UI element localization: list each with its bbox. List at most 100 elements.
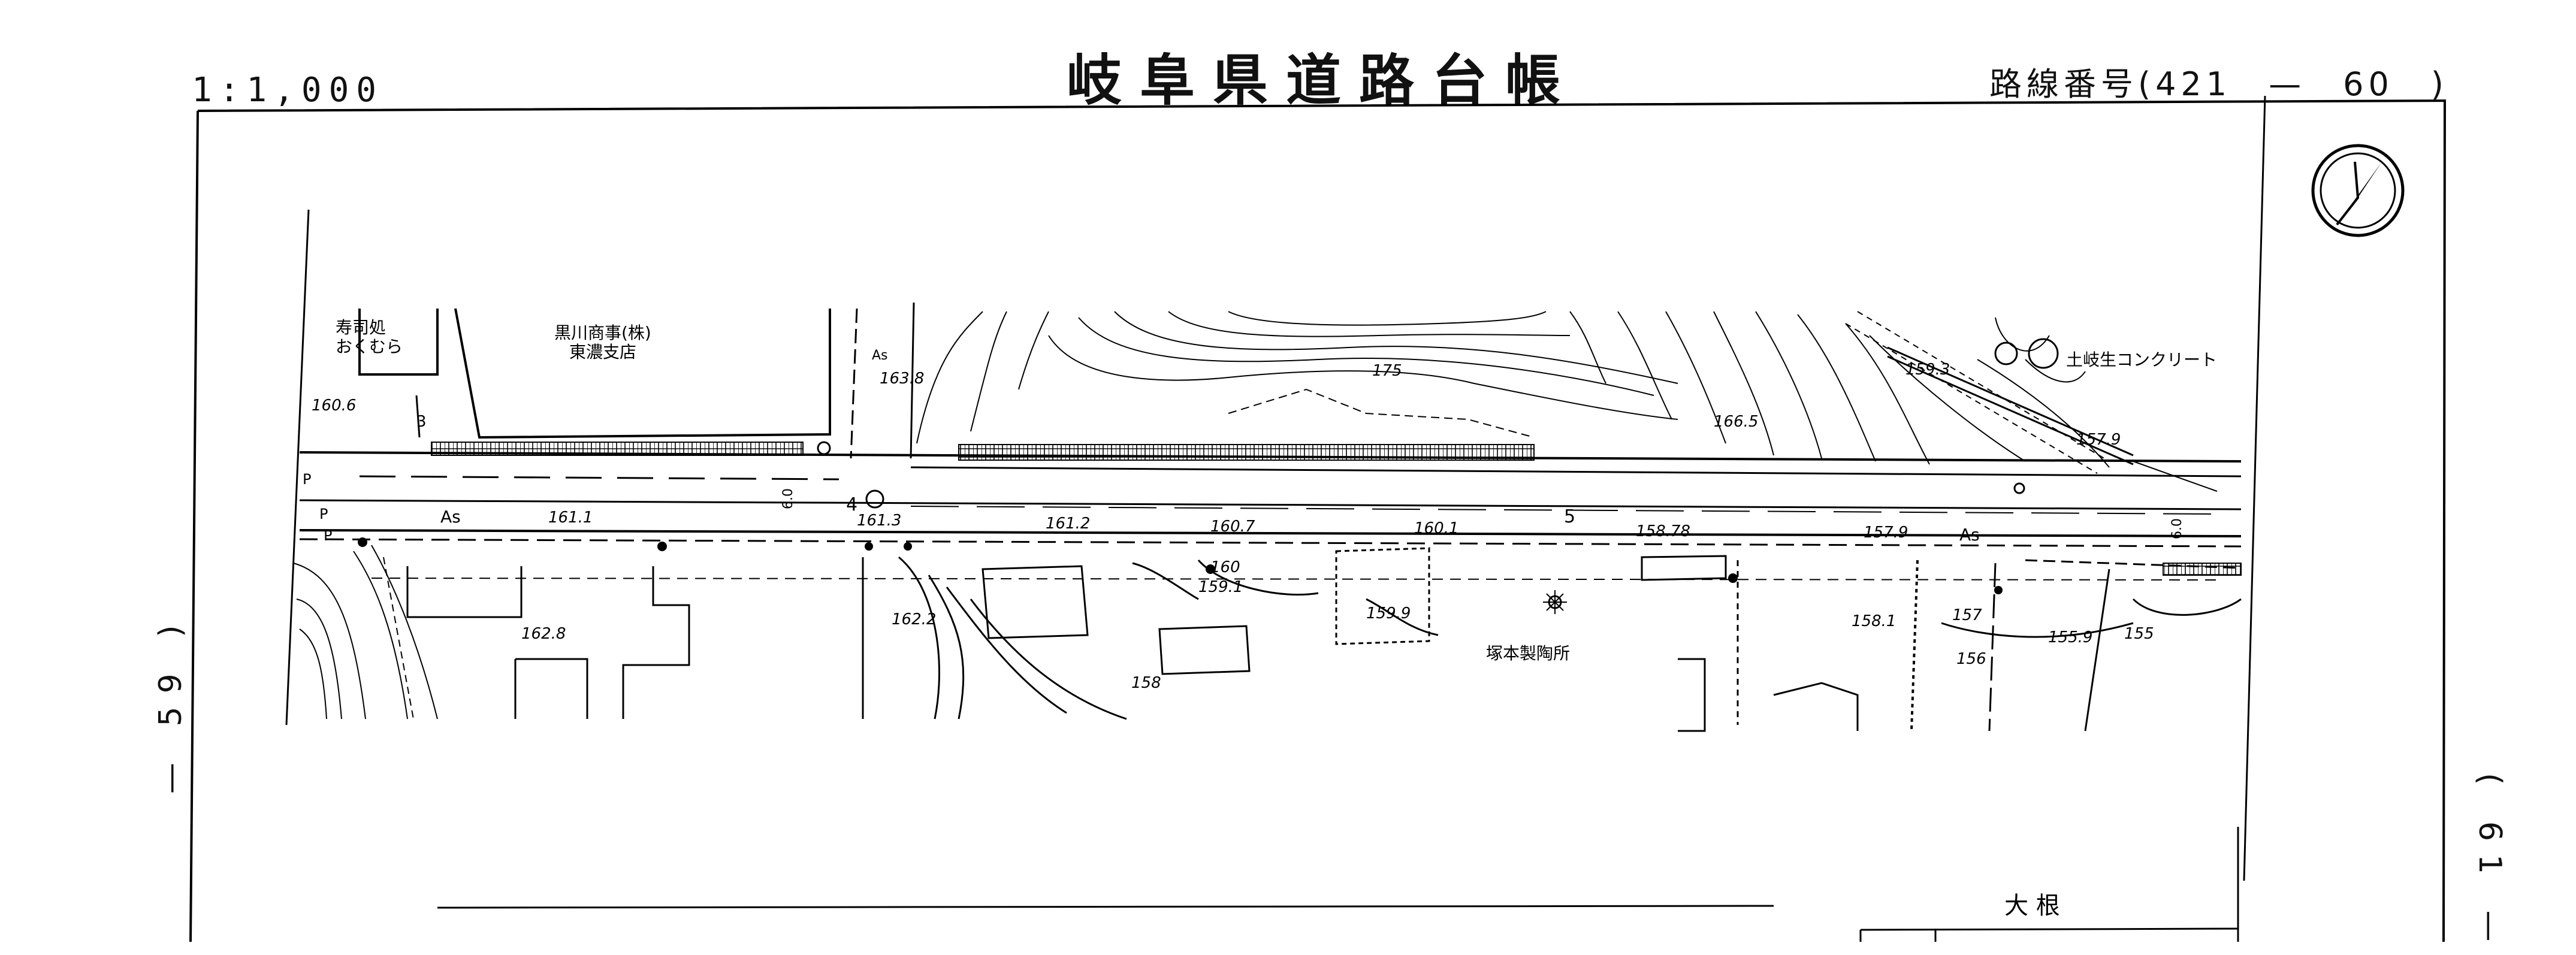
contour-line bbox=[1114, 311, 1678, 384]
elevation-label: 175 bbox=[1372, 362, 1402, 380]
sheet-frame bbox=[189, 99, 2447, 942]
elevation-label: 157.9 bbox=[1864, 524, 1908, 542]
road-width-label: 6.0 bbox=[2170, 518, 2185, 539]
point-marker bbox=[1206, 564, 1215, 574]
route-number-value: 421 bbox=[2155, 65, 2232, 103]
road-lines bbox=[299, 451, 2242, 581]
contours-southwest bbox=[293, 545, 438, 720]
elevation-label: 155.9 bbox=[2048, 628, 2092, 646]
lot-boundary-1 bbox=[850, 308, 858, 459]
elevation-label: 162.2 bbox=[892, 611, 936, 628]
road-centerline bbox=[299, 529, 2242, 537]
contour-line bbox=[1617, 311, 1672, 420]
contour-line bbox=[1366, 598, 1439, 636]
lot-boundary-3 bbox=[415, 395, 421, 438]
surface-label-asphalt: As bbox=[440, 507, 461, 527]
contour-line bbox=[1665, 311, 1726, 444]
contour-line bbox=[1078, 317, 1654, 396]
contour-line bbox=[1941, 622, 2134, 638]
conveyor-line-2 bbox=[1887, 355, 2134, 466]
route-close-paren: ) bbox=[2393, 65, 2448, 103]
point-marker bbox=[1994, 586, 2003, 594]
route-number-label: 路線番号 bbox=[1989, 65, 2138, 103]
building-south-8 bbox=[1678, 658, 1706, 732]
embankment-line bbox=[1845, 311, 2110, 474]
plant-tanks bbox=[1994, 338, 2059, 369]
buildings-north bbox=[358, 302, 915, 459]
route-dash: — bbox=[2231, 65, 2344, 103]
point-marker bbox=[1728, 573, 1738, 583]
contour-line bbox=[946, 587, 1067, 714]
bottom-stub bbox=[1859, 929, 1937, 942]
contour-line bbox=[916, 311, 983, 444]
contour-line bbox=[1977, 359, 2110, 468]
contour-line bbox=[928, 575, 965, 720]
elevation-label: 160.1 bbox=[1414, 519, 1458, 537]
elevation-label: 155 bbox=[2124, 625, 2154, 643]
utility-points bbox=[358, 441, 2025, 594]
bottom-rule-right bbox=[1860, 927, 2239, 931]
building-kurokawa bbox=[454, 308, 831, 439]
slope-top-line bbox=[1228, 388, 1535, 438]
place-sushi-line1: 寿司処 bbox=[336, 318, 386, 337]
lot-line bbox=[2084, 569, 2110, 732]
elevation-label: 162.8 bbox=[521, 625, 566, 643]
road-edge-south bbox=[299, 538, 2242, 548]
sheet-title: 岐阜県道路台帳 bbox=[1067, 49, 1579, 113]
road-edge-north-2 bbox=[299, 499, 2242, 510]
elevation-label: 161.3 bbox=[857, 512, 901, 530]
contour-line bbox=[1995, 317, 2050, 352]
contour-lines bbox=[916, 311, 2218, 492]
contour-line bbox=[1869, 335, 2026, 462]
elevation-label: 159.3 bbox=[1905, 361, 1950, 379]
contour-line bbox=[970, 599, 1127, 720]
surface-label-asphalt: As bbox=[872, 348, 888, 363]
lot-line bbox=[1910, 560, 1919, 732]
contour-line bbox=[1132, 562, 1199, 600]
building-south-2 bbox=[622, 566, 690, 719]
bottom-lines bbox=[437, 905, 2239, 942]
contour-line bbox=[299, 628, 327, 720]
south-curb bbox=[371, 578, 2218, 581]
marker-number: 3 bbox=[416, 413, 427, 431]
place-kurokawa-line2: 東濃支店 bbox=[569, 342, 636, 362]
curb-block-west bbox=[431, 442, 804, 456]
elevation-label: 160.6 bbox=[312, 397, 356, 415]
elevation-label: 161.2 bbox=[1046, 515, 1090, 533]
building-south-1 bbox=[406, 566, 523, 618]
north-arrow-icon bbox=[2311, 144, 2405, 237]
place-oone: 大 根 bbox=[2004, 892, 2060, 920]
tank-icon bbox=[2028, 338, 2059, 369]
building-south-5 bbox=[1158, 625, 1251, 675]
sidewalk-line-east bbox=[910, 466, 2242, 478]
elevation-label: 160 bbox=[1210, 558, 1240, 576]
manhole-icon bbox=[817, 441, 831, 455]
road-width-label: 6.0 bbox=[781, 488, 796, 509]
place-sushi-line2: おくむら bbox=[336, 337, 403, 356]
contour-line bbox=[1168, 311, 1571, 337]
contour-line bbox=[1018, 311, 1049, 390]
building-south-7 bbox=[1641, 555, 1727, 581]
elevation-label: 157 bbox=[1952, 606, 1982, 624]
contour-line bbox=[293, 563, 366, 720]
place-dokisei: 土岐生コンクリート bbox=[2066, 350, 2217, 370]
elevation-label: 161.1 bbox=[548, 509, 593, 527]
elevation-label: 158.1 bbox=[1852, 612, 1896, 630]
bottom-rule bbox=[437, 905, 1774, 909]
place-kurokawa-line1: 黒川商事(株) bbox=[554, 323, 651, 343]
curb-block-east bbox=[2163, 563, 2242, 576]
contour-line bbox=[970, 311, 1007, 432]
place-tsukamoto: 塚本製陶所 bbox=[1486, 643, 1570, 663]
contour-line bbox=[1228, 311, 1547, 326]
marker-p: P bbox=[303, 471, 311, 488]
building-south-3 bbox=[515, 658, 588, 719]
contour-line bbox=[2133, 461, 2218, 492]
contour-line bbox=[1845, 323, 1930, 465]
contour-line bbox=[353, 551, 408, 720]
manhole-icon bbox=[2013, 482, 2025, 494]
buildings-south bbox=[406, 547, 2242, 732]
lot-boundary-2 bbox=[910, 302, 915, 459]
point-marker bbox=[904, 542, 912, 551]
conveyor-line bbox=[1887, 346, 2134, 457]
